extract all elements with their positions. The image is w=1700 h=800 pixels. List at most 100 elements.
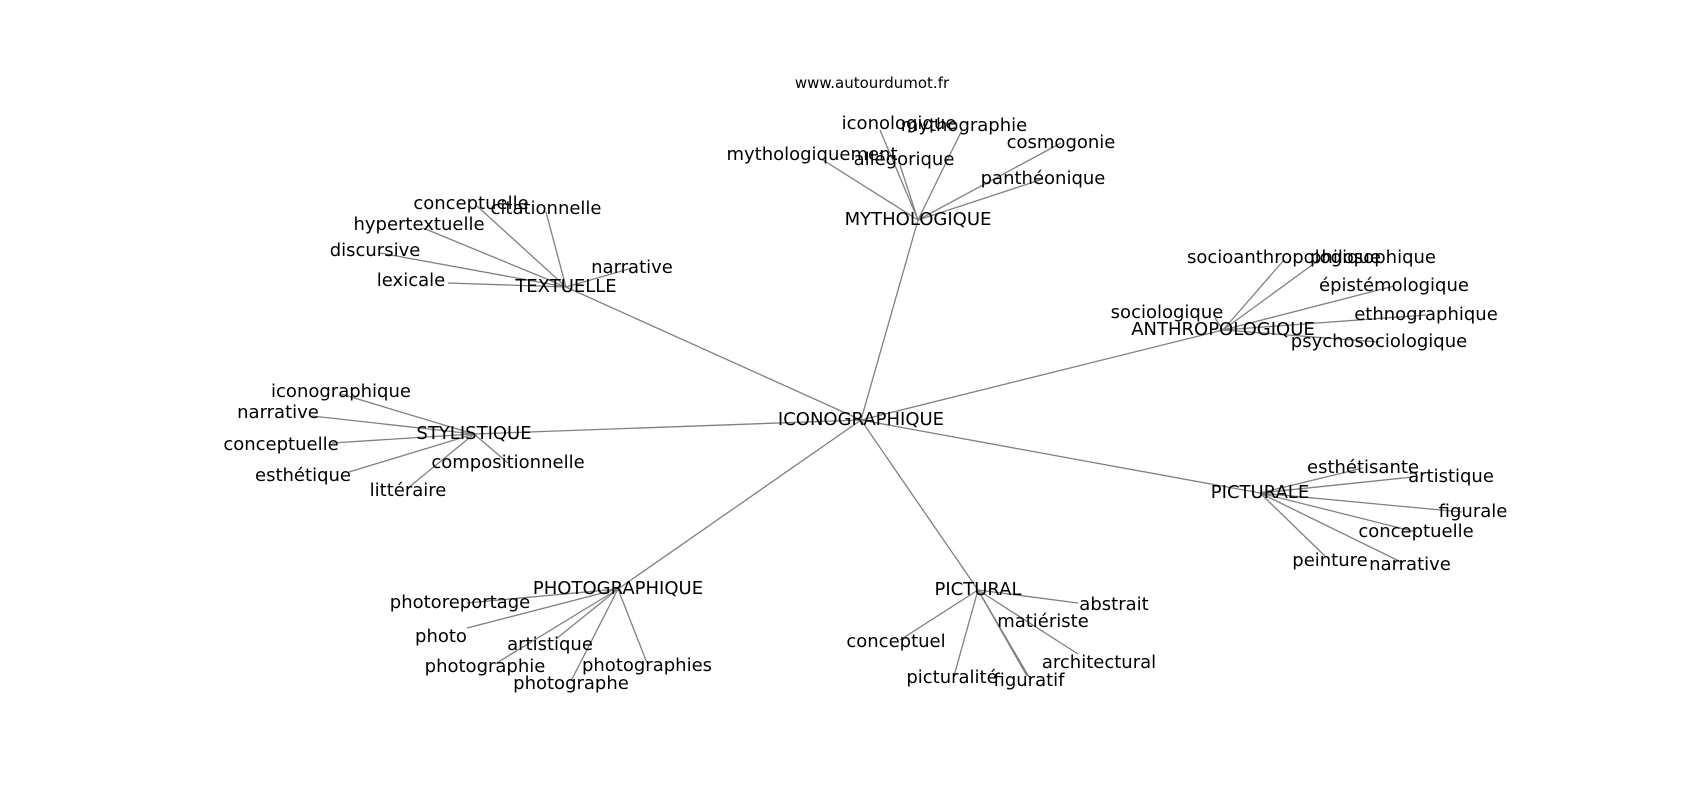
- leaf-node-label: cosmogonie: [1007, 132, 1116, 153]
- leaf-node-label: narrative: [1369, 554, 1451, 575]
- edge-hub-leaf: [565, 267, 633, 288]
- edge-hub-leaf: [1222, 329, 1380, 343]
- edge-hub-leaf: [617, 588, 648, 664]
- leaf-node-label: panthéonique: [981, 168, 1106, 189]
- edge-hub-leaf: [476, 205, 567, 288]
- leaf-node-label: conceptuelle: [1358, 521, 1473, 542]
- edge-hub-leaf: [822, 159, 919, 221]
- leaf-node-label: photographies: [582, 655, 712, 676]
- leaf-node-label: artistique: [507, 634, 593, 655]
- leaf-node-label: architectural: [1042, 652, 1156, 673]
- edge-layer: [311, 129, 1463, 682]
- leaf-node-label: narrative: [237, 402, 319, 423]
- edge-hub-leaf: [953, 589, 979, 677]
- edge-center-hub: [565, 286, 862, 421]
- leaf-node-label: photographie: [425, 656, 546, 677]
- edge-center-hub: [860, 219, 919, 421]
- edge-hub-leaf: [331, 433, 475, 444]
- edge-hub-leaf: [977, 589, 1030, 678]
- leaf-node-label: conceptuelle: [413, 193, 528, 214]
- leaf-node-label: iconographique: [271, 381, 411, 402]
- leaf-node-label: citationnelle: [490, 198, 601, 219]
- edge-hub-leaf: [1214, 317, 1224, 331]
- hub-node-label: MYTHOLOGIQUE: [845, 209, 992, 230]
- hub-node-label: PICTURALE: [1211, 482, 1309, 503]
- leaf-node-label: mythographie: [901, 115, 1027, 136]
- edge-hub-leaf: [494, 588, 619, 665]
- leaf-node-label: iconologique: [842, 113, 957, 134]
- leaf-node-label: discursive: [330, 240, 421, 261]
- hub-node-label: TEXTUELLE: [514, 276, 616, 297]
- edge-hub-leaf: [1259, 492, 1417, 533]
- edge-hub-leaf: [1222, 314, 1427, 331]
- site-credit: www.autourdumot.fr: [795, 74, 950, 92]
- leaf-node-label: abstrait: [1079, 594, 1148, 615]
- leaf-node-label: lexicale: [377, 270, 445, 291]
- edge-hub-leaf: [1222, 259, 1320, 331]
- leaf-node-label: conceptuelle: [223, 434, 338, 455]
- edge-hub-leaf: [570, 588, 619, 682]
- leaf-node-label: sociologique: [1111, 302, 1224, 323]
- leaf-node-label: esthétique: [255, 465, 351, 486]
- leaf-node-label: photographe: [513, 673, 629, 694]
- edge-hub-leaf: [917, 142, 1062, 221]
- leaf-node-label: peinture: [1292, 550, 1367, 571]
- center-node-label: ICONOGRAPHIQUE: [778, 409, 944, 430]
- edge-hub-leaf: [466, 588, 619, 629]
- hub-node-label: STYLISTIQUE: [416, 423, 531, 444]
- edge-hub-leaf: [379, 252, 567, 288]
- edge-hub-leaf: [917, 129, 963, 221]
- edge-center-hub: [860, 419, 1261, 494]
- edge-hub-leaf: [447, 282, 567, 288]
- leaf-node-label: allégorique: [854, 149, 955, 170]
- leaf-node-label: ethnographique: [1354, 304, 1498, 325]
- edge-hub-leaf: [1259, 492, 1463, 513]
- leaf-node-label: photo: [415, 626, 467, 647]
- edge-center-hub: [473, 419, 862, 435]
- edge-hub-leaf: [1259, 492, 1326, 557]
- edge-hub-leaf: [899, 589, 979, 641]
- edge-hub-leaf: [977, 589, 1079, 655]
- leaf-node-label: matiériste: [997, 611, 1089, 632]
- leaf-node-label: philosophique: [1310, 247, 1436, 268]
- label-layer: ICONOGRAPHIQUEMYTHOLOGIQUEiconologiquemy…: [223, 113, 1507, 694]
- edge-hub-leaf: [879, 129, 919, 221]
- edge-hub-leaf: [407, 433, 475, 489]
- leaf-node-label: littéraire: [370, 480, 447, 501]
- edge-hub-leaf: [1259, 492, 1402, 563]
- hub-node-label: ANTHROPOLOGIQUE: [1131, 319, 1315, 340]
- edge-hub-leaf: [1222, 285, 1395, 331]
- edge-hub-leaf: [977, 589, 1079, 604]
- hub-node-label: PICTURAL: [934, 579, 1021, 600]
- leaf-node-label: figuratif: [994, 670, 1066, 691]
- edge-hub-leaf: [1259, 476, 1414, 494]
- edge-hub-leaf: [348, 433, 475, 473]
- edge-center-hub: [617, 419, 862, 590]
- leaf-node-label: photoreportage: [390, 592, 530, 613]
- edge-hub-leaf: [545, 211, 567, 288]
- edge-center-hub: [860, 419, 979, 591]
- leaf-node-label: conceptuel: [846, 631, 945, 652]
- edge-hub-leaf: [422, 227, 567, 288]
- edge-hub-leaf: [311, 415, 475, 435]
- edge-hub-leaf: [1222, 259, 1285, 331]
- edge-hub-leaf: [555, 588, 619, 640]
- leaf-node-label: socioanthropologique: [1187, 247, 1381, 268]
- edge-hub-leaf: [1259, 467, 1364, 494]
- leaf-node-label: mythologiquement: [726, 144, 897, 165]
- edge-hub-leaf: [340, 393, 475, 435]
- edge-hub-leaf: [473, 433, 509, 464]
- leaf-node-label: figurale: [1439, 501, 1508, 522]
- leaf-node-label: épistémologique: [1319, 275, 1469, 296]
- leaf-node-label: esthétisante: [1307, 457, 1419, 478]
- edge-hub-leaf: [917, 178, 1044, 221]
- edge-hub-leaf: [899, 164, 919, 221]
- leaf-node-label: picturalité: [906, 667, 997, 688]
- leaf-node-label: compositionnelle: [431, 452, 584, 473]
- edge-center-hub: [860, 329, 1224, 421]
- leaf-node-label: psychosociologique: [1291, 331, 1467, 352]
- hub-node-label: PHOTOGRAPHIQUE: [533, 578, 703, 599]
- leaf-node-label: artistique: [1408, 466, 1494, 487]
- leaf-node-label: narrative: [591, 257, 673, 278]
